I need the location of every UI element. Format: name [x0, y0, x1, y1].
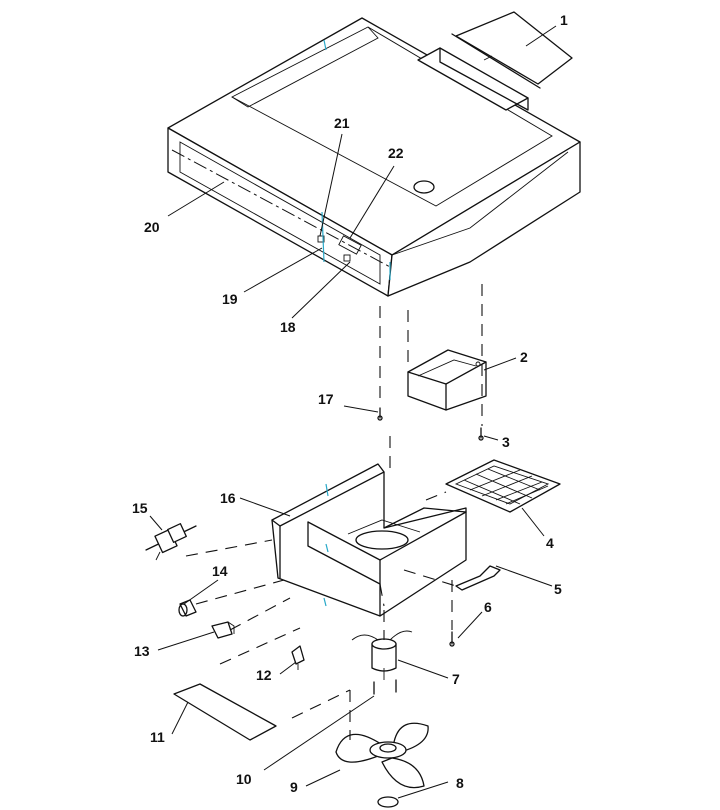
- screw-6: [449, 631, 455, 647]
- washer: [377, 796, 399, 808]
- callout-11: 11: [150, 729, 165, 745]
- callout-12: 12: [256, 667, 272, 683]
- leader-lines: [149, 25, 557, 799]
- callout-19: 19: [222, 291, 238, 307]
- callout-5: 5: [554, 581, 562, 597]
- callout-7: 7: [452, 671, 460, 687]
- callout-18: 18: [280, 319, 296, 335]
- callout-3: 3: [502, 434, 510, 450]
- clip: [291, 645, 305, 670]
- screw-17: [377, 407, 383, 421]
- callout-8: 8: [456, 775, 464, 791]
- callout-16: 16: [220, 490, 236, 506]
- callout-22: 22: [388, 145, 404, 161]
- socket-bracket: [211, 621, 235, 639]
- callout-21: 21: [334, 115, 350, 131]
- damper-plate: [451, 11, 573, 89]
- callout-15: 15: [132, 500, 148, 516]
- lamp-socket: [178, 599, 197, 617]
- callout-10: 10: [236, 771, 252, 787]
- motor-screws: [373, 679, 397, 695]
- blower-housing: [271, 463, 467, 617]
- callout-6: 6: [484, 599, 492, 615]
- bottom-panel: [173, 683, 277, 741]
- callout-17: 17: [318, 391, 334, 407]
- callout-13: 13: [134, 643, 150, 659]
- callout-9: 9: [290, 779, 298, 795]
- assembly-lines: [185, 284, 483, 740]
- fan-blade: [335, 722, 429, 789]
- callout-labels: 1 2 3 4 5 6 7 8 9 10 11 12 13 14 15 16 1…: [132, 12, 568, 795]
- switch-assembly: [145, 523, 197, 561]
- blower-motor: [351, 630, 413, 680]
- callout-20: 20: [144, 219, 160, 235]
- range-hood-housing: [167, 17, 581, 297]
- callout-4: 4: [546, 535, 554, 551]
- callout-1: 1: [560, 12, 568, 28]
- callout-14: 14: [212, 563, 228, 579]
- grease-filter: [445, 459, 561, 513]
- light-box: [407, 349, 487, 411]
- callout-2: 2: [520, 349, 528, 365]
- bracket-wire: [455, 565, 501, 591]
- screw-3: [478, 427, 484, 441]
